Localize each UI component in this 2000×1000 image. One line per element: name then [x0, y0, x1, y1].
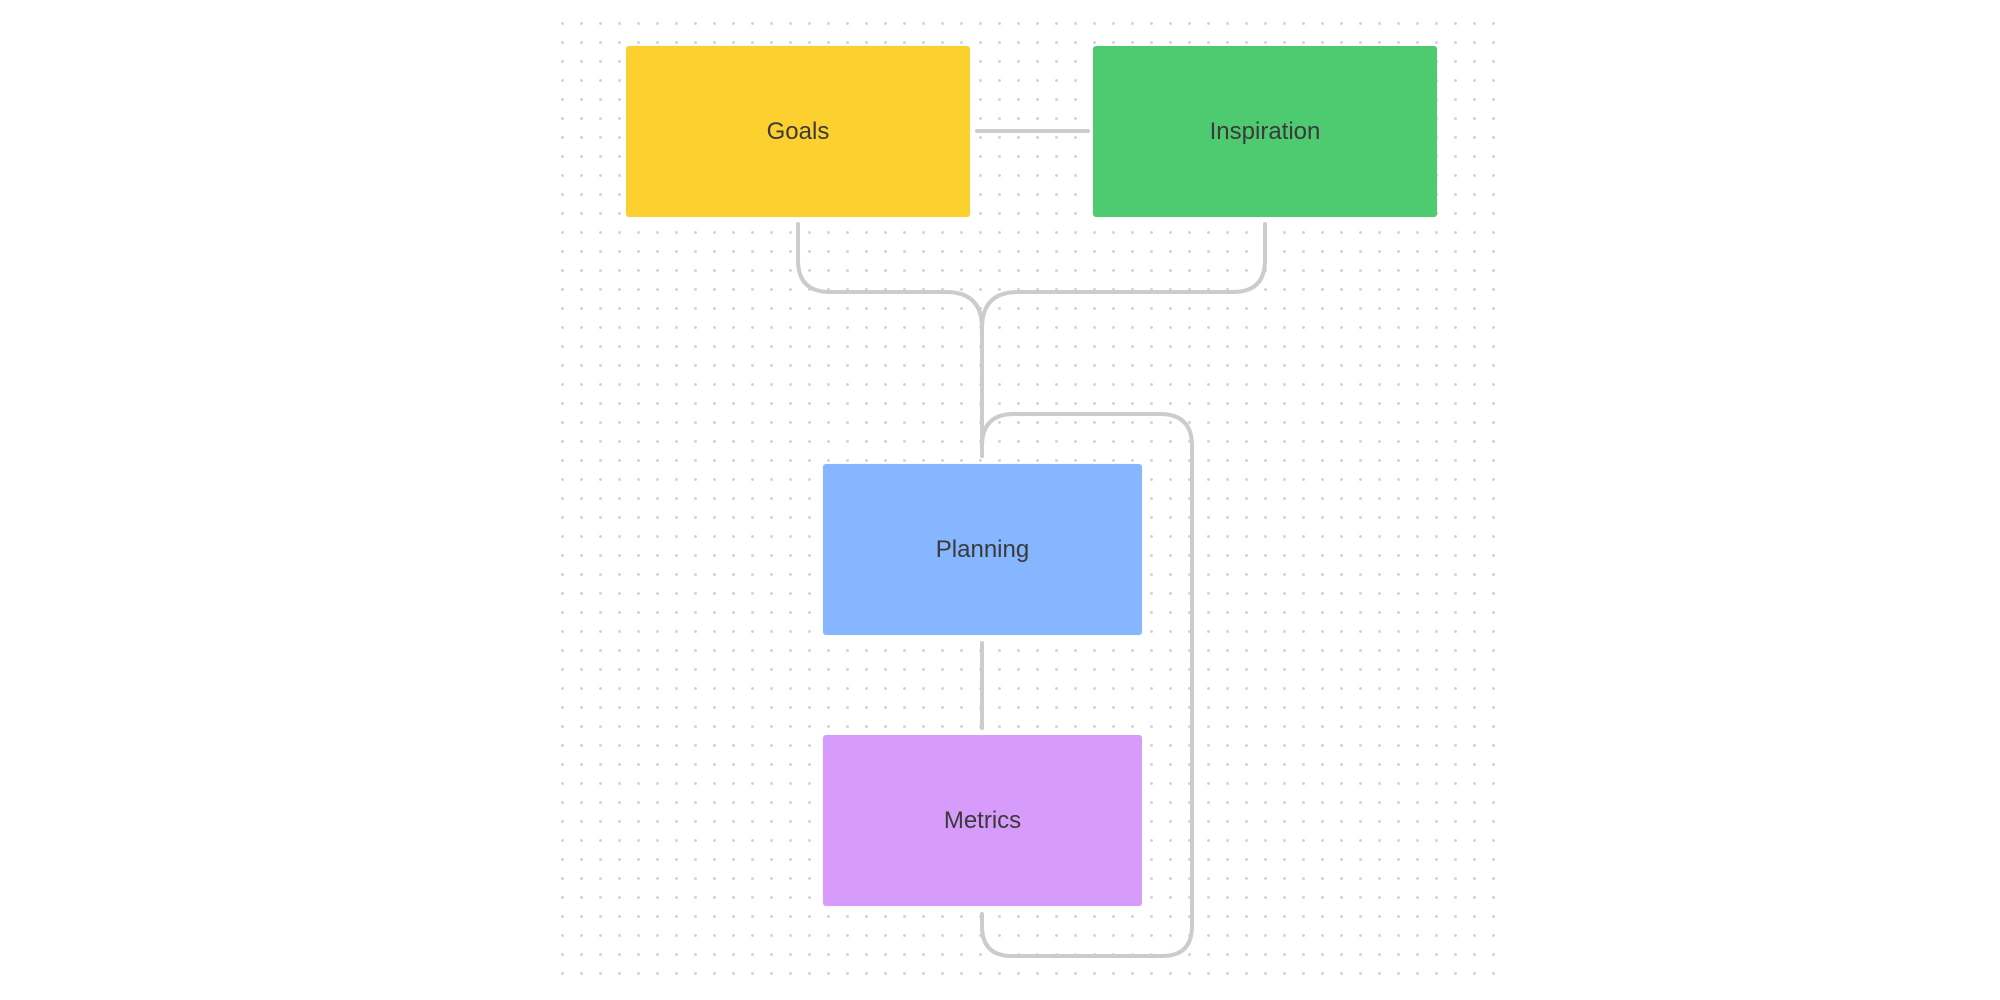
node-metrics[interactable]: Metrics	[823, 735, 1142, 906]
connector-inspiration-planning[interactable]	[980, 222, 1267, 330]
node-inspiration-label: Inspiration	[1209, 117, 1321, 145]
node-planning-label: Planning	[935, 535, 1030, 563]
connector-goals-planning[interactable]	[796, 222, 984, 458]
node-goals-label: Goals	[766, 117, 830, 145]
node-inspiration[interactable]: Inspiration	[1093, 46, 1437, 217]
node-planning[interactable]: Planning	[823, 464, 1142, 635]
node-metrics-label: Metrics	[943, 806, 1022, 834]
node-goals[interactable]: Goals	[626, 46, 970, 217]
connector-metrics-loop-planning[interactable]	[980, 412, 1194, 958]
